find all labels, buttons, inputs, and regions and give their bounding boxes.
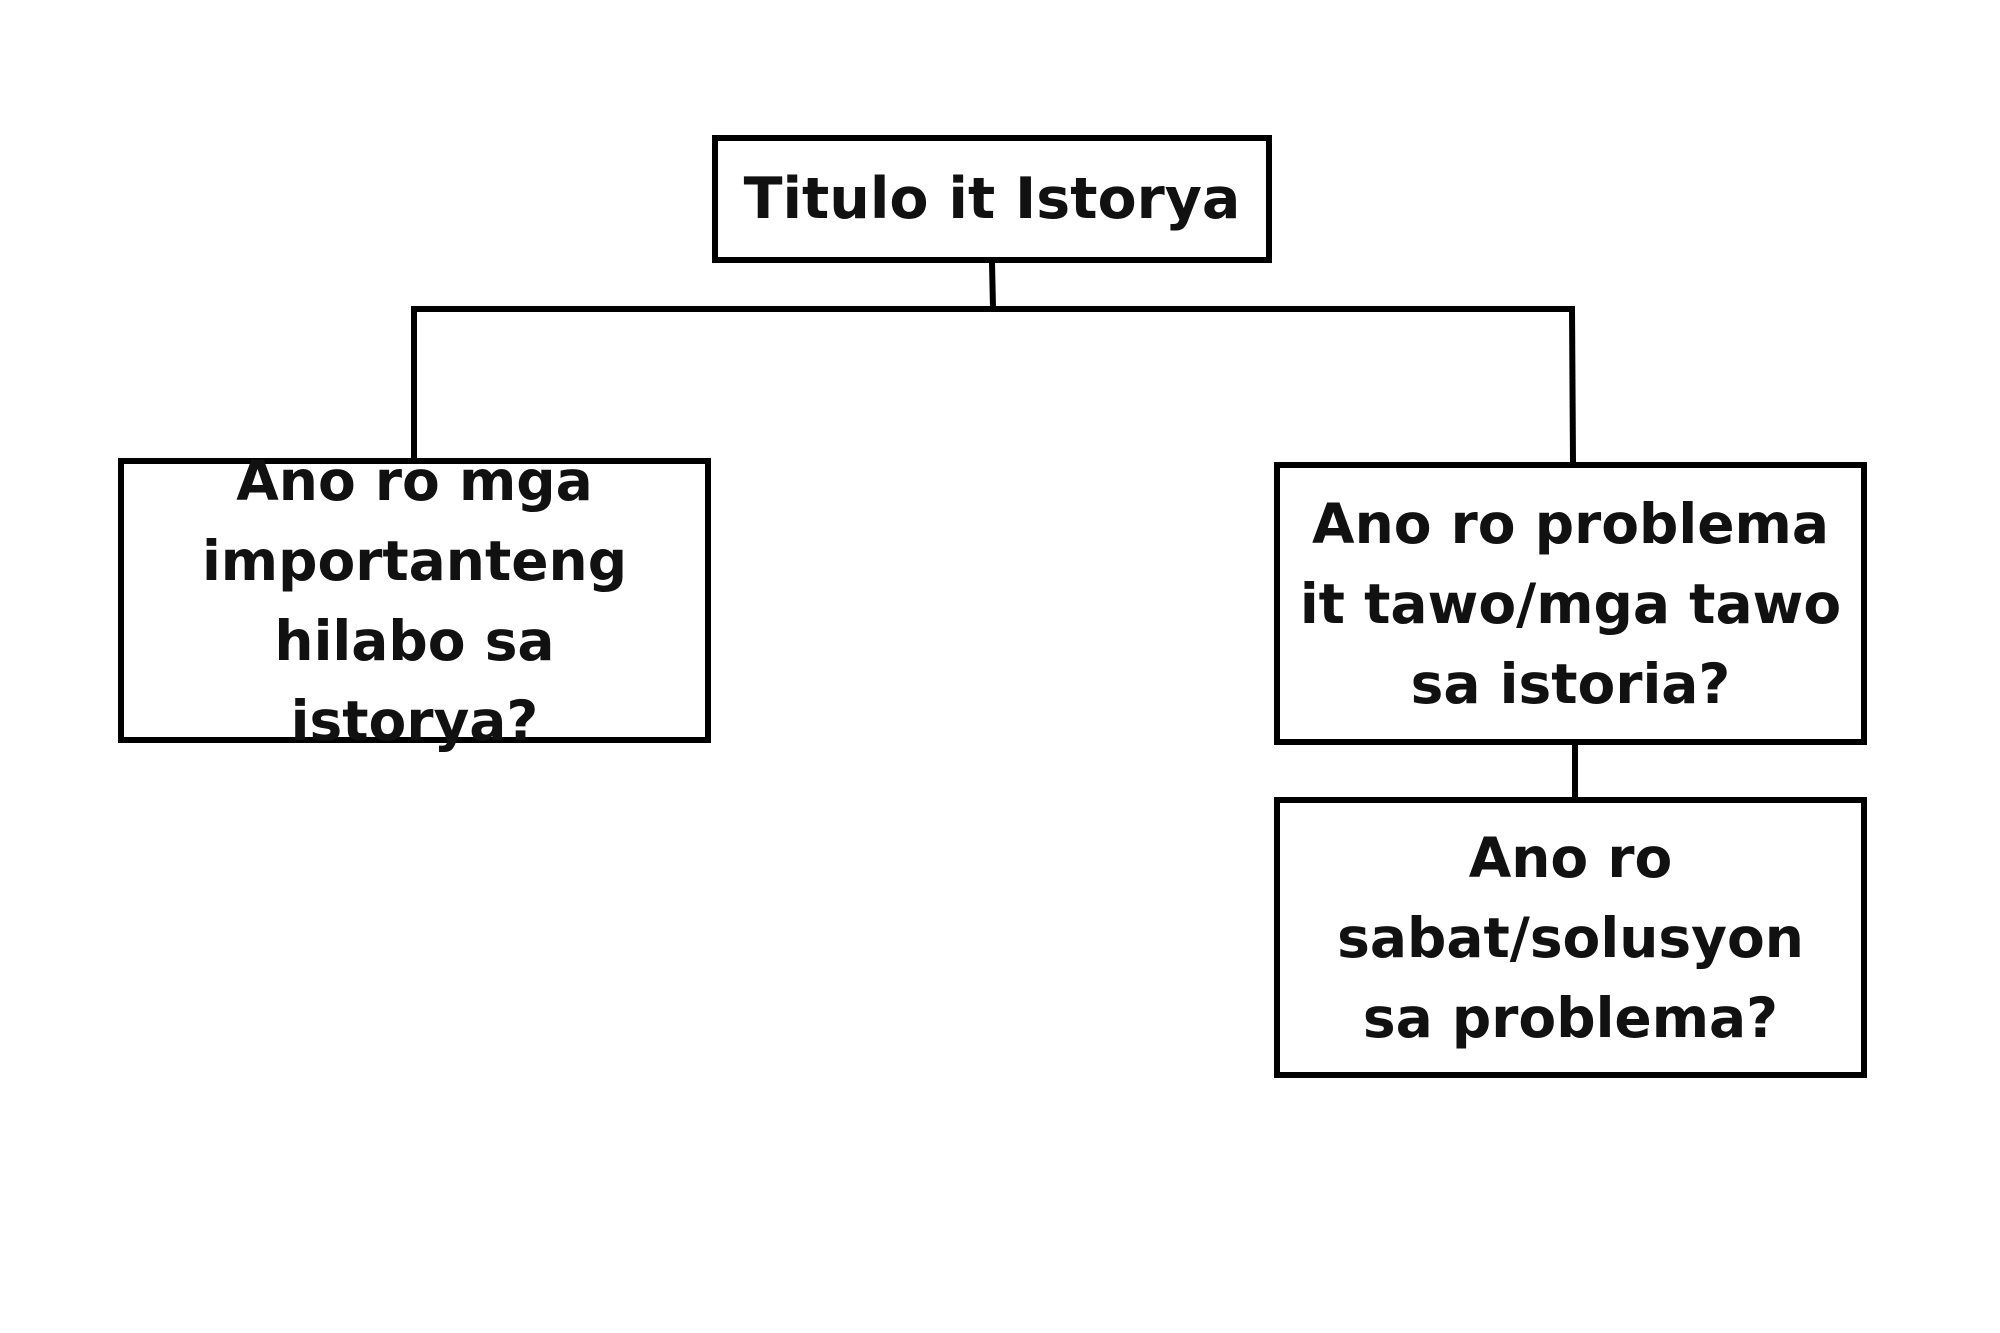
node-solution: Ano ro sabat/solusyon sa problema? [1274,797,1867,1078]
node-important-events: Ano ro mga importanteng hilabo sa istory… [118,449,711,753]
node-problem: Ano ro problema it tawo/mga tawo sa isto… [1274,462,1867,745]
node-solution-label: Ano ro sabat/solusyon sa problema? [1337,825,1804,1050]
node-important-events-label: Ano ro mga importanteng hilabo sa istory… [201,448,628,753]
node-problem-label: Ano ro problema it tawo/mga tawo sa isto… [1299,491,1842,716]
connector-title-stem [988,259,997,312]
node-story-title-label: Titulo it Istorya [743,166,1241,232]
connector-to-right-node [1568,305,1577,466]
node-story-title: Titulo it Istorya [712,135,1272,263]
